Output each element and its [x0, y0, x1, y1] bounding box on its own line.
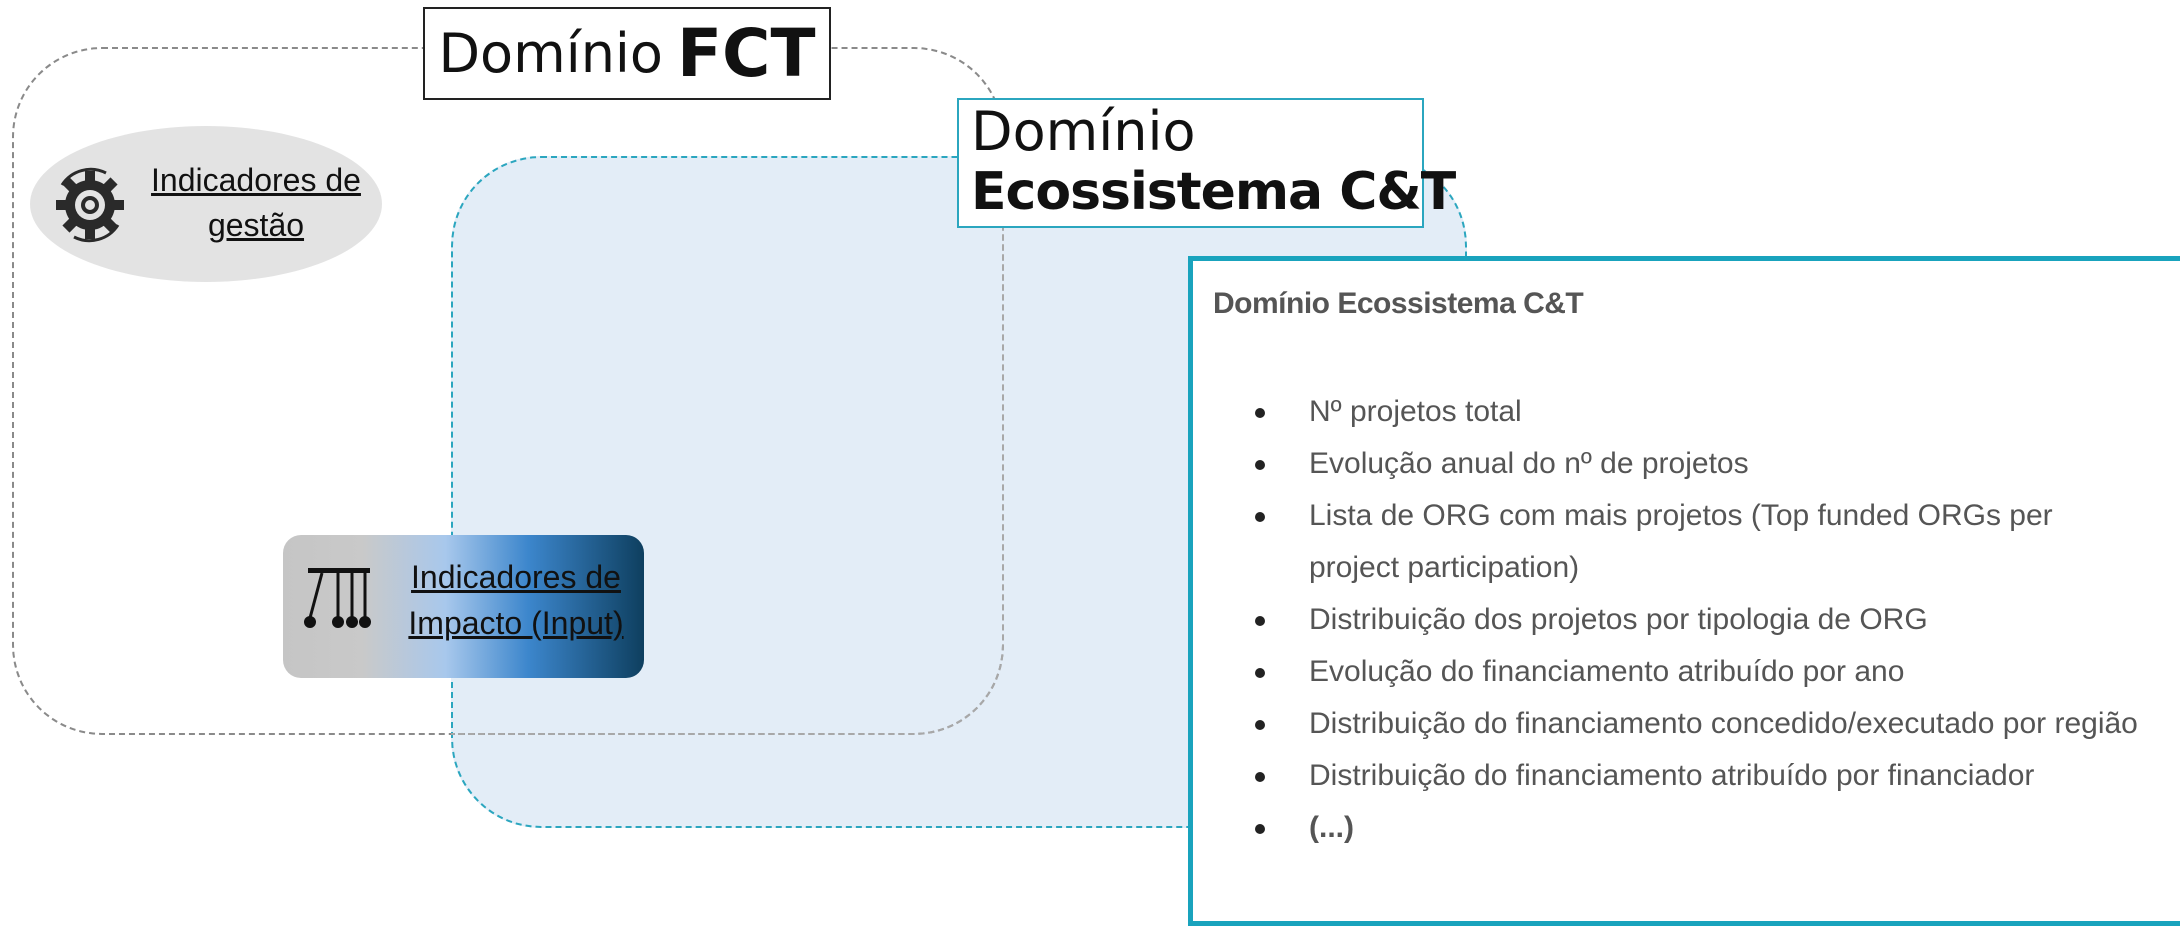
gears-icon — [56, 167, 124, 243]
list-item-more: (...) — [1213, 802, 2180, 854]
list-item: Nº projetos total — [1213, 386, 2180, 438]
fct-domain-word: Domínio — [438, 22, 663, 85]
indicator-list: Nº projetos total Evolução anual do nº d… — [1213, 386, 2180, 854]
ecosystem-domain-name: Ecossistema C&T — [971, 162, 1456, 222]
ecosystem-domain-word: Domínio — [971, 100, 1196, 163]
impacto-indicators-label[interactable]: Indicadores de Impacto (Input) — [408, 559, 624, 641]
ecosystem-domain-title: Domínio Ecossistema C&T — [957, 98, 1456, 228]
gestao-indicators-label[interactable]: Indicadores de gestão — [151, 162, 361, 243]
list-item: Lista de ORG com mais projetos (Top fund… — [1213, 490, 2180, 594]
fct-domain-name: FCT — [676, 15, 816, 92]
impacto-indicators-node[interactable] — [283, 535, 644, 678]
list-item: Distribuição dos projetos por tipologia … — [1213, 594, 2180, 646]
fct-domain-title: Domínio FCT — [423, 7, 831, 100]
newtons-cradle-icon — [304, 568, 371, 628]
list-item: Evolução do financiamento atribuído por … — [1213, 646, 2180, 698]
list-item: Evolução anual do nº de projetos — [1213, 438, 2180, 490]
fct-domain-region-overlap — [451, 156, 1004, 735]
list-item: Distribuição do financiamento atribuído … — [1213, 750, 2180, 802]
ecosystem-indicators-panel: Domínio Ecossistema C&T Nº projetos tota… — [1188, 256, 2180, 926]
list-item: Distribuição do financiamento concedido/… — [1213, 698, 2180, 750]
panel-title: Domínio Ecossistema C&T — [1213, 287, 1584, 320]
